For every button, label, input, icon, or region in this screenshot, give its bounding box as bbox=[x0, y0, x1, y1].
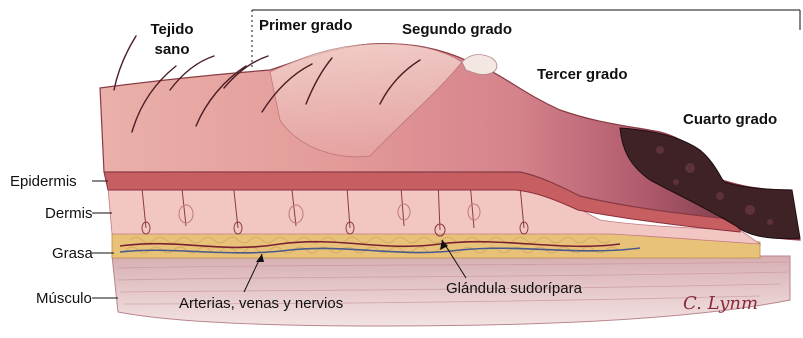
label-epidermis: Epidermis bbox=[10, 174, 77, 189]
label-second-degree: Segundo grado bbox=[402, 22, 512, 37]
label-fourth-degree: Cuarto grado bbox=[683, 112, 777, 127]
label-dermis: Dermis bbox=[45, 206, 93, 221]
artist-signature: C. Lynm bbox=[683, 293, 758, 314]
label-muscle: Músculo bbox=[36, 291, 92, 306]
label-healthy-tissue: Tejido sano bbox=[141, 20, 203, 60]
label-fat: Grasa bbox=[52, 246, 93, 261]
label-first-degree: Primer grado bbox=[259, 18, 352, 33]
label-sweat-gland: Glándula sudorípara bbox=[446, 281, 582, 296]
label-third-degree: Tercer grado bbox=[537, 67, 628, 82]
label-vessels: Arterias, venas y nervios bbox=[179, 296, 343, 311]
